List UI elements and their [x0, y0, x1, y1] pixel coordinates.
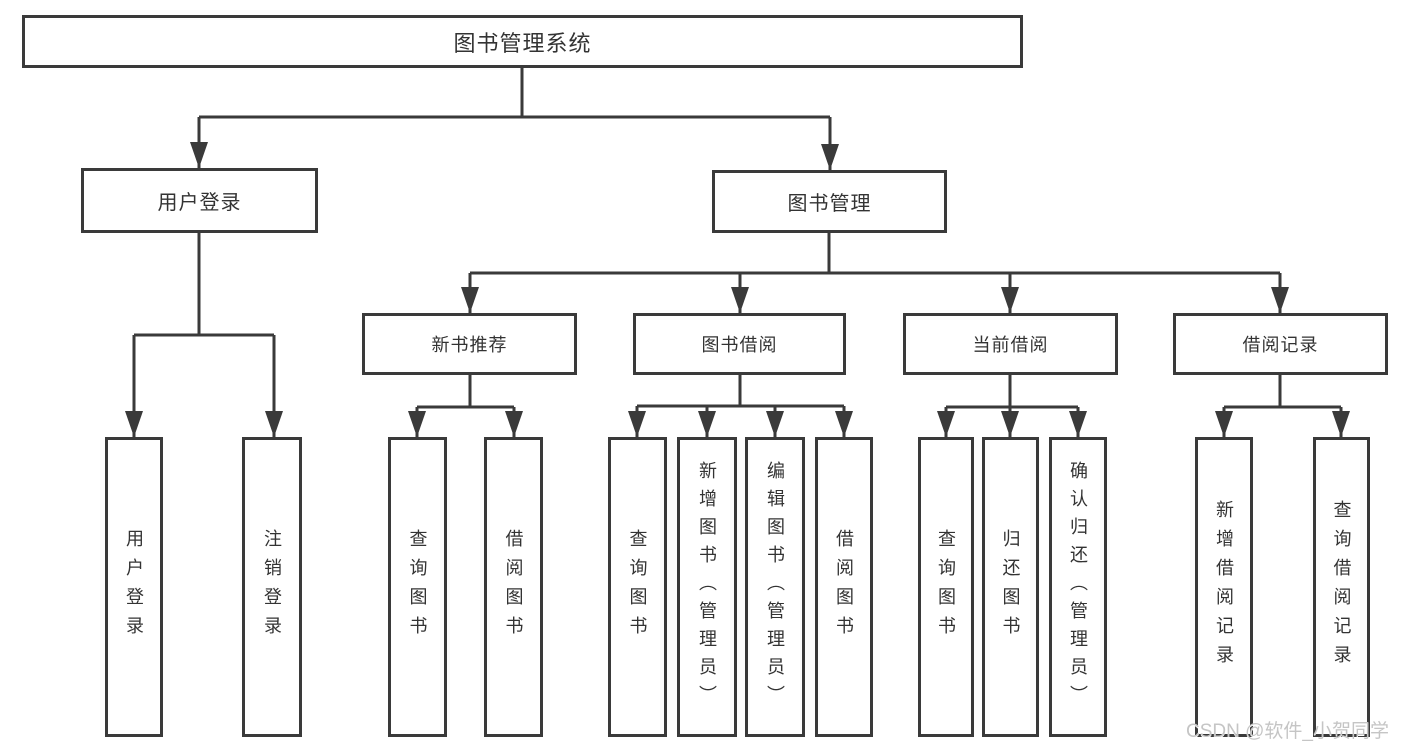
node-label: 新增借阅记录 [1214, 500, 1234, 674]
node-label: 确认归还（管理员） [1068, 461, 1088, 713]
leaf-query-books-3: 查询图书 [918, 437, 974, 737]
node-library-management-system: 图书管理系统 [22, 15, 1023, 68]
leaf-borrow-books-2: 借阅图书 [815, 437, 873, 737]
leaf-user-login: 用户登录 [105, 437, 163, 737]
node-book-management: 图书管理 [712, 170, 947, 233]
leaf-borrow-books: 借阅图书 [484, 437, 543, 737]
node-label: 查询图书 [936, 529, 956, 645]
node-label: 当前借阅 [972, 335, 1049, 355]
node-label: 注销登录 [262, 529, 282, 645]
node-label: 借阅记录 [1242, 335, 1319, 355]
leaf-logout: 注销登录 [242, 437, 302, 737]
node-label: 借阅图书 [503, 529, 524, 645]
leaf-return-books: 归还图书 [982, 437, 1039, 737]
node-label: 新增图书（管理员） [697, 461, 717, 713]
node-current-borrowing: 当前借阅 [903, 313, 1118, 375]
leaf-edit-books-admin: 编辑图书（管理员） [745, 437, 805, 737]
node-label: 编辑图书（管理员） [765, 461, 785, 713]
leaf-add-books-admin: 新增图书（管理员） [677, 437, 737, 737]
node-user-login: 用户登录 [81, 168, 318, 233]
node-label: 查询图书 [407, 529, 428, 645]
leaf-add-borrow-record: 新增借阅记录 [1195, 437, 1253, 737]
node-label: 查询借阅记录 [1331, 500, 1352, 674]
leaf-query-books: 查询图书 [388, 437, 447, 737]
node-label: 用户登录 [124, 529, 144, 645]
node-label: 图书管理系统 [453, 30, 592, 56]
node-label: 查询图书 [627, 529, 648, 645]
node-label: 图书管理 [787, 193, 872, 215]
node-new-book-recommendation: 新书推荐 [362, 313, 577, 375]
node-borrowing-records: 借阅记录 [1173, 313, 1388, 375]
leaf-confirm-return-admin: 确认归还（管理员） [1049, 437, 1107, 737]
node-label: 归还图书 [1000, 529, 1021, 645]
watermark-text: CSDN @软件_小贺同学 [1186, 721, 1389, 742]
leaf-query-borrow-record: 查询借阅记录 [1313, 437, 1370, 737]
node-book-borrowing: 图书借阅 [633, 313, 846, 375]
node-label: 借阅图书 [834, 529, 854, 645]
node-label: 新书推荐 [431, 335, 508, 355]
node-label: 用户登录 [157, 192, 242, 214]
leaf-query-books-2: 查询图书 [608, 437, 667, 737]
node-label: 图书借阅 [701, 335, 778, 355]
